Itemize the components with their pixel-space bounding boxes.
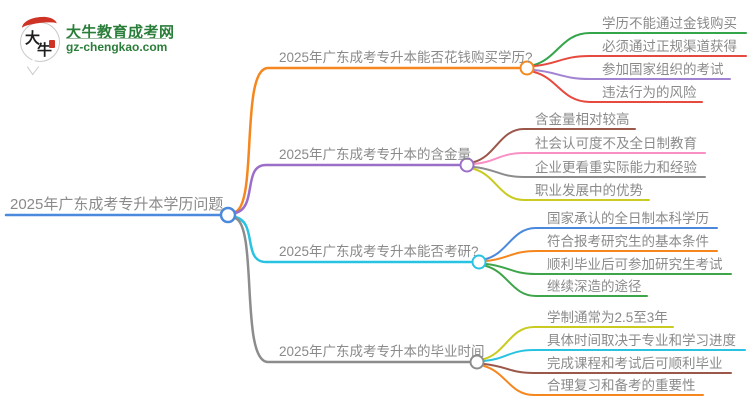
brand-logo: 大 牛 大牛教育成考网 gz-chengkao.com [16,12,186,76]
leaf-label-2-0: 国家承认的全日制本科学历 [547,211,709,226]
edge-leaf-2-3 [485,265,648,297]
brand-url: gz-chengkao.com [66,40,168,54]
leaf-label-2-1: 符合报考研究生的基本条件 [547,234,709,249]
branch-label-1: 2025年广东成考专升本的含金量 [279,147,472,162]
leaf-label-1-1: 社会认可度不及全日制教育 [535,136,697,151]
edge-branch-0 [233,66,521,214]
edge-leaf-3-2 [483,363,732,374]
root-node-circle [219,206,237,224]
edge-branch-3 [233,216,471,364]
branch-node-circle-1 [459,157,475,173]
leaf-label-0-2: 参加国家组织的考试 [602,62,724,77]
red-seal-icon [49,40,55,48]
branch-label-3: 2025年广东成考专升本的毕业时间 [279,344,485,359]
logo-char-niu: 牛 [37,41,53,59]
edge-leaf-1-2 [473,166,706,178]
leaf-label-1-2: 企业更看重实际能力和经验 [535,160,697,175]
brand-logo-icon: 大 牛 [18,14,62,76]
leaf-label-0-3: 违法行为的风险 [602,85,697,100]
branch-node-circle-0 [519,60,535,76]
brand-divider [66,38,166,39]
brand-name: 大牛教育成考网 [66,24,175,41]
branch-node-circle-3 [469,354,485,370]
edge-branch-1 [233,163,461,215]
branch-label-2: 2025年广东成考专升本能否考研? [279,244,479,259]
edge-leaf-2-0 [485,227,718,260]
edge-leaf-2-2 [485,263,732,275]
logo-char-da: 大 [25,29,41,47]
leaf-label-0-1: 必须通过正规渠道获得 [602,39,737,54]
leaf-label-3-1: 具体时间取决于专业和学习进度 [547,333,736,348]
edge-leaf-1-0 [473,128,636,163]
edge-leaf-1-3 [473,168,650,201]
edge-leaf-2-1 [485,250,718,262]
branch-label-0: 2025年广东成考专升本能否花钱购买学历? [279,50,533,65]
edge-leaf-3-1 [483,349,746,362]
leaf-label-2-2: 顺利毕业后可参加研究生考试 [547,257,723,272]
edge-leaf-0-2 [533,69,731,80]
leaf-label-0-0: 学历不能通过金钱购买 [602,16,737,31]
root-node-label: 2025年广东成考专升本学历问题 [10,196,224,213]
edge-leaf-0-1 [533,55,747,67]
edge-leaf-1-1 [473,152,706,165]
leaf-label-2-3: 继续深造的途径 [547,279,642,294]
edge-leaf-0-3 [533,71,703,103]
leaf-label-3-3: 合理复习和备考的重要性 [547,378,696,393]
branch-node-circle-2 [471,254,487,270]
leaf-label-1-3: 职业发展中的优势 [535,183,643,198]
leaf-label-3-0: 学制通常为2.5至3年 [547,310,668,325]
edge-leaf-0-0 [533,32,747,66]
edge-branch-2 [233,215,473,264]
leaf-label-1-0: 含金量相对较高 [535,112,630,127]
leaf-label-3-2: 完成课程和考试后可顺利毕业 [547,356,723,371]
edge-leaf-3-0 [483,326,674,360]
edge-leaf-3-3 [483,365,704,396]
